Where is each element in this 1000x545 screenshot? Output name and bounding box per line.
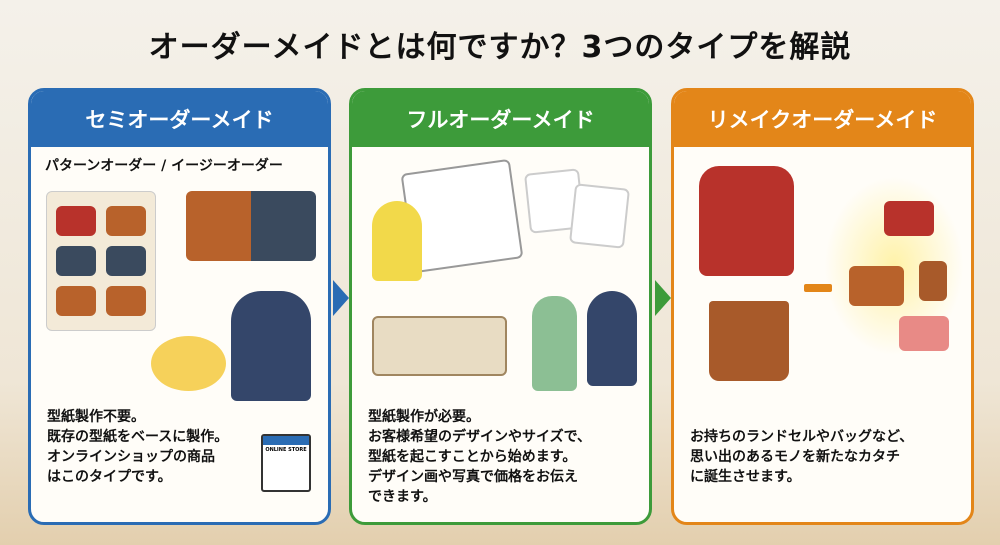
online-store-label: ONLINE STORE [265,447,307,453]
desc-line: お客様希望のデザインやサイズで、 [368,429,592,445]
wallet-illustration [106,246,146,276]
desc-line: に誕生させます。 [690,469,801,485]
panel-heading: セミオーダーメイド [31,91,328,147]
bag-photo-illustration [569,183,630,249]
craftsman-illustration [231,291,311,401]
cosmetic-pouch-illustration [899,316,949,351]
panel-description: 型紙製作が必要。 お客様希望のデザインやサイズで、 型紙を起こすことから始めます… [368,407,591,507]
arrow-right-icon [333,280,349,316]
tote-bag-illustration [709,301,789,381]
pattern-table-illustration [372,316,507,376]
randoseru-illustration [699,166,794,276]
arrow-right-icon [804,284,832,292]
panel-description: 型紙製作不要。 既存の型紙をベースに製作。 オンラインショップの商品 はこのタイ… [47,407,228,487]
desc-line: 型紙製作が必要。 [368,409,480,425]
desc-line: できます。 [368,489,437,505]
panel-description: お持ちのランドセルやバッグなど、 思い出のあるモノを新たなカタチ に誕生させます… [690,427,913,487]
desc-line: デザイン画や写真で価格をお伝え [368,469,578,485]
wallet-illustration [56,246,96,276]
desc-line: お持ちのランドセルやバッグなど、 [690,429,914,445]
panel-remake-order: リメイクオーダーメイド お持ちのランドセルやバッグなど、 思い出のあるモノを新た… [671,88,974,525]
arrow-right-icon [655,280,671,316]
desc-line: 型紙を起こすことから始めます。 [368,449,577,465]
key-case-illustration [919,261,947,301]
online-store-icon: ONLINE STORE [261,434,311,492]
pouch-illustration [849,266,904,306]
wallet-illustration [56,286,96,316]
panel-semi-order: セミオーダーメイド パターンオーダー / イージーオーダー 型紙製作不要。 既存… [28,88,331,525]
tailor-illustration [587,291,637,386]
wallet-illustration [884,201,934,236]
panel-subheading: パターンオーダー / イージーオーダー [45,158,283,174]
desc-line: 思い出のあるモノを新たなカタチ [690,449,900,465]
desc-line: はこのタイプです。 [47,469,172,485]
wallet-illustration [56,206,96,236]
leather-swatches-illustration [186,191,316,261]
panel-full-order: フルオーダーメイド 型紙製作が必要。 お客様希望のデザインやサイズで、 型紙を起… [349,88,652,525]
wallet-closeup-illustration [151,336,226,391]
panel-heading: フルオーダーメイド [352,91,649,147]
mannequin-illustration [532,296,577,391]
designer-illustration [372,201,422,281]
page-title: オーダーメイドとは何ですか？3つのタイプを解説 [148,30,852,65]
wallet-illustration [106,206,146,236]
desc-line: 既存の型紙をベースに製作。 [47,429,229,445]
wallet-illustration [106,286,146,316]
panel-heading: リメイクオーダーメイド [674,91,971,147]
desc-line: オンラインショップの商品 [47,449,215,465]
desc-line: 型紙製作不要。 [47,409,145,425]
